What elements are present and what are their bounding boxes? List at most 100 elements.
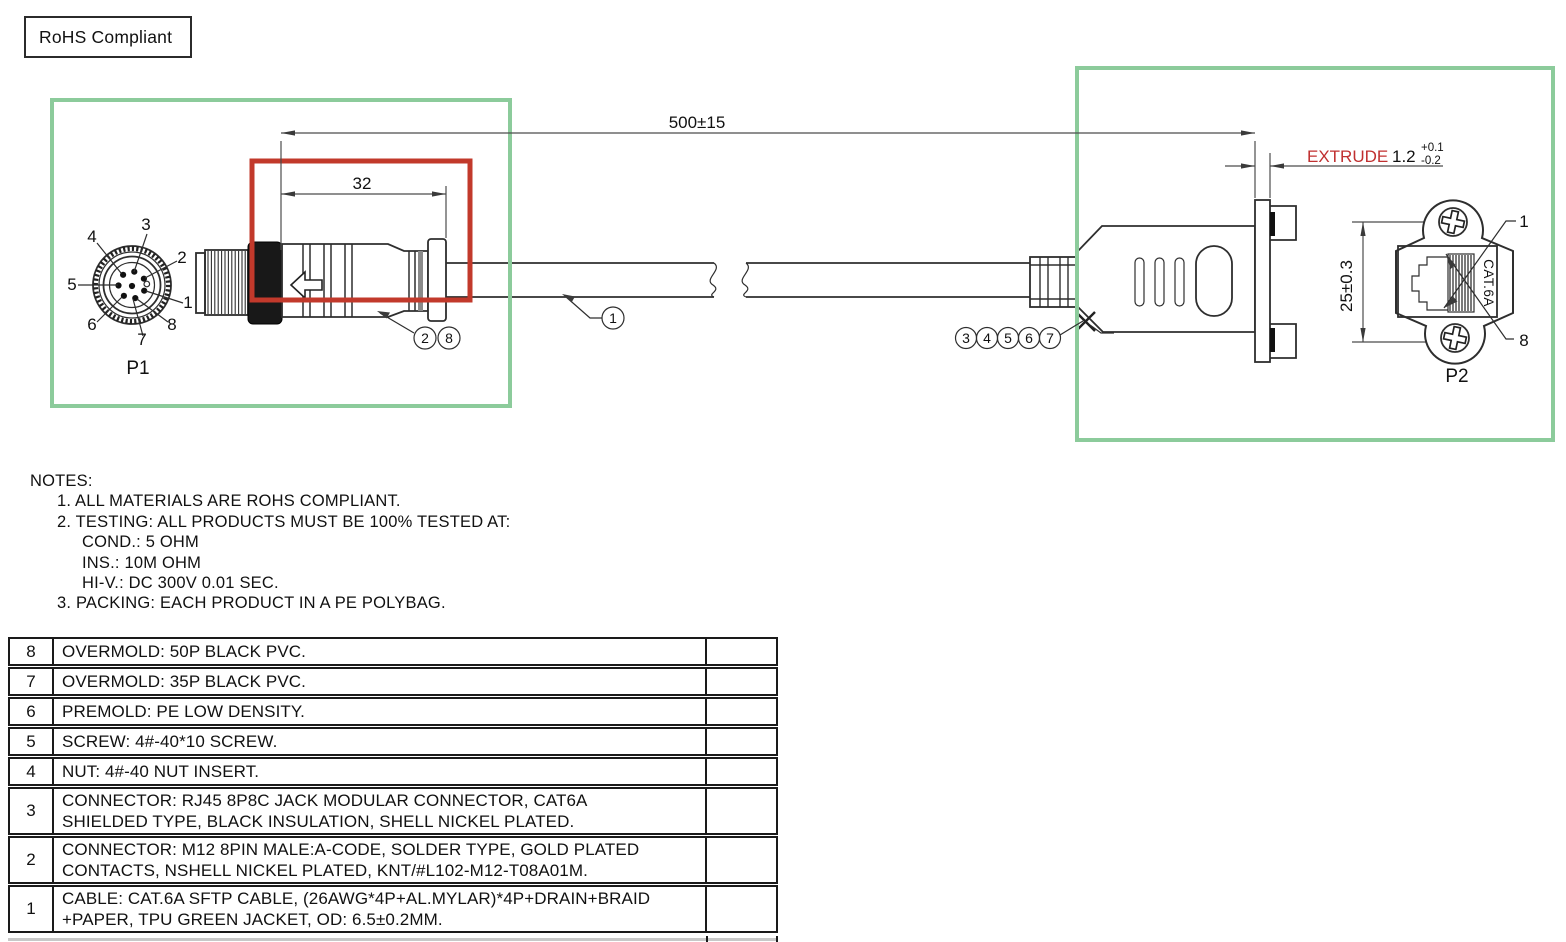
bom-item-qty (707, 759, 776, 784)
p1-keying-notch (143, 280, 151, 288)
p1-pin-label-4: 4 (87, 227, 96, 246)
bom-item-qty (707, 729, 776, 754)
callout-digit-6: 6 (1025, 330, 1033, 346)
p2-mounting-plate (1254, 199, 1271, 363)
dim-overall-length: 500±15 (280, 113, 1256, 250)
break-x-mark (1075, 311, 1096, 332)
table-row: 5 SCREW: 4#-40*10 SCREW. (8, 727, 778, 756)
rohs-compliance-badge: RoHS Compliant (24, 16, 192, 58)
table-row: 3 CONNECTOR: RJ45 8P8C JACK MODULAR CONN… (8, 787, 778, 835)
table-row: 1 CABLE: CAT.6A SFTP CABLE, (26AWG*4P+AL… (8, 885, 778, 933)
cutoff-table-row (8, 938, 778, 942)
p2-pin-label-8: 8 (1519, 331, 1528, 350)
note-line-1: 1. ALL MATERIALS ARE ROHS COMPLIANT. (57, 492, 401, 511)
table-row: 8 OVERMOLD: 50P BLACK PVC. (8, 637, 778, 666)
dim-mold-text: 32 (353, 174, 372, 193)
dim-overall-text: 500±15 (669, 113, 726, 132)
bom-item-no: 4 (10, 759, 54, 784)
cable-break-left (709, 262, 717, 298)
bom-item-qty (707, 838, 776, 882)
bom-item-qty (707, 669, 776, 694)
callout-mold-digit-8: 8 (445, 330, 453, 346)
notes-title: NOTES: (30, 472, 93, 490)
p1-pins (115, 268, 151, 302)
rj45-keystone-profile (1411, 256, 1448, 311)
bom-item-no: 6 (10, 699, 54, 724)
extrude-value: 1.2 (1392, 147, 1416, 166)
callout-p1-mold: 2 8 (377, 311, 461, 350)
p1-pin-leaders (78, 233, 184, 337)
note-line-6: 3. PACKING: EACH PRODUCT IN A PE POLYBAG… (57, 594, 446, 613)
p2-bottom-tab (1270, 323, 1297, 359)
note-line-3: COND.: 5 OHM (82, 533, 199, 552)
rohs-label: RoHS Compliant (39, 26, 173, 47)
m12-side-view (195, 238, 447, 325)
direction-arrow-icon (289, 270, 323, 300)
p1-label: P1 (126, 358, 149, 379)
bom-item-qty (707, 887, 776, 931)
bom-item-no: 5 (10, 729, 54, 754)
p2-hood-body (1076, 225, 1256, 333)
callout-p2-parts: 3 4 5 6 7 (954, 320, 1114, 350)
callout-digit-5: 5 (1004, 330, 1012, 346)
p2-top-tab (1270, 205, 1297, 241)
p1-pin-label-5: 5 (67, 275, 76, 294)
jack-marking: CAT.6A (1481, 259, 1496, 307)
phillips-cross-icon (1440, 209, 1466, 235)
dim-p2-height: 25±0.3 (1337, 221, 1428, 343)
p2-jack-recess (1397, 245, 1498, 318)
p2-pin-label-1: 1 (1519, 212, 1528, 231)
bom-table: 8 OVERMOLD: 50P BLACK PVC. 7 OVERMOLD: 3… (8, 637, 778, 934)
p2-flange-outline (1395, 199, 1514, 365)
cable-break-right (741, 262, 749, 298)
callout-digit-4: 4 (983, 330, 991, 346)
dim-extrude: EXTRUDE 1.2 +0.1 -0.2 (1225, 142, 1444, 198)
p1-highlight-green-box (50, 98, 512, 408)
dim-p2-height-text: 25±0.3 (1337, 260, 1356, 312)
p1-pin-label-2: 2 (177, 248, 186, 267)
table-row: 7 OVERMOLD: 35P BLACK PVC. (8, 667, 778, 696)
extrude-tol-minus: -0.2 (1421, 155, 1441, 167)
note-line-4: INS.: 10M OHM (82, 553, 202, 572)
bom-item-desc: CONNECTOR: RJ45 8P8C JACK MODULAR CONNEC… (54, 789, 707, 833)
cutoff-column-line (776, 936, 778, 942)
callout-digit-7: 7 (1046, 330, 1054, 346)
cable-assembly-drawing: 3 4 2 5 1 6 8 7 P1 (50, 66, 1555, 442)
bom-item-qty (707, 639, 776, 664)
notes-block: NOTES: 1. ALL MATERIALS ARE ROHS COMPLIA… (30, 471, 510, 614)
overmold-highlight-red-box (249, 158, 473, 303)
bom-item-no: 3 (10, 789, 54, 833)
bom-item-qty (707, 789, 776, 833)
bom-item-desc: SCREW: 4#-40*10 SCREW. (54, 729, 707, 754)
p2-highlight-green-box (1075, 66, 1555, 442)
table-row: 6 PREMOLD: PE LOW DENSITY. (8, 697, 778, 726)
callout-mold-digit-2: 2 (421, 330, 429, 346)
table-row: 2 CONNECTOR: M12 8PIN MALE:A-CODE, SOLDE… (8, 836, 778, 884)
bom-item-desc: OVERMOLD: 35P BLACK PVC. (54, 669, 707, 694)
bom-item-desc: OVERMOLD: 50P BLACK PVC. (54, 639, 707, 664)
bom-item-desc: PREMOLD: PE LOW DENSITY. (54, 699, 707, 724)
bom-item-desc: NUT: 4#-40 NUT INSERT. (54, 759, 707, 784)
p2-pin-leaders (1443, 220, 1516, 340)
p1-pin-label-1: 1 (183, 293, 192, 312)
phillips-cross-icon (1442, 325, 1468, 351)
callout-cable-digit: 1 (609, 310, 617, 326)
p2-label: P2 (1445, 366, 1468, 387)
dim-mold-length: 32 (281, 174, 447, 238)
cutoff-column-line (706, 936, 708, 942)
p1-pin-label-7: 7 (137, 330, 146, 349)
m12-front-cap (195, 252, 206, 314)
overmold-gray-rib (418, 251, 423, 311)
bom-item-no: 7 (10, 669, 54, 694)
callout-digit-3: 3 (962, 330, 970, 346)
cable (446, 262, 1030, 298)
bom-item-qty (707, 699, 776, 724)
bom-item-no: 8 (10, 639, 54, 664)
p1-pin-label-8: 8 (167, 315, 176, 334)
bom-item-no: 2 (10, 838, 54, 882)
callout-cable: 1 (562, 294, 625, 330)
bom-item-desc: CONNECTOR: M12 8PIN MALE:A-CODE, SOLDER … (54, 838, 707, 882)
p2-side-view (1029, 199, 1297, 363)
m12-thread-lines (207, 251, 246, 314)
p2-bottom-screw (1440, 323, 1470, 353)
